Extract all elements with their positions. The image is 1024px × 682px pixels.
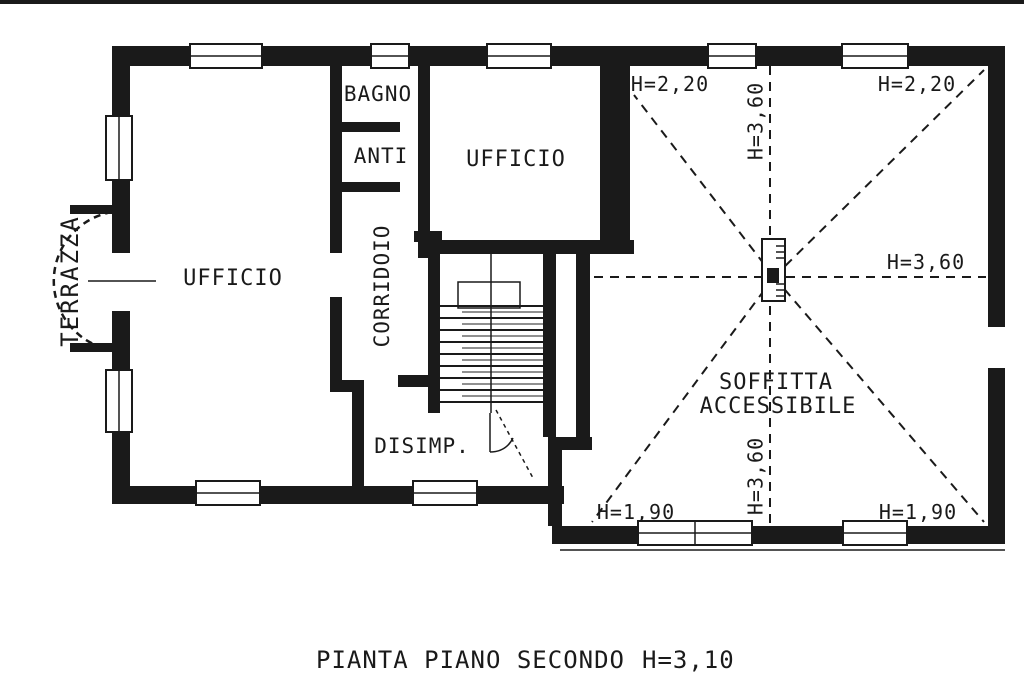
caption-title: PIANTA PIANO SECONDO [316, 646, 625, 674]
room-label-soffitta-line2: ACCESSIBILE [700, 394, 857, 419]
stair-landing [457, 281, 521, 309]
caption: PIANTA PIANO SECONDO H=3,10 [316, 646, 735, 674]
room-label-anti: ANTI [354, 144, 409, 168]
wall [330, 66, 342, 253]
wall [576, 240, 590, 437]
door-swing-arc [489, 437, 514, 453]
wall [428, 240, 632, 254]
height-label-attic-bottom-left: H=1,90 [597, 500, 675, 524]
wall [600, 66, 630, 252]
window [195, 480, 261, 506]
window [707, 43, 757, 69]
wall [543, 240, 556, 437]
terrace-railing-arc [52, 210, 113, 352]
terrace-door-opening [110, 253, 132, 311]
wall [552, 526, 1005, 544]
chimney [761, 238, 786, 302]
height-label-attic-top-left: H=2,20 [631, 72, 709, 96]
room-label-ufficio-left: UFFICIO [183, 266, 283, 291]
window [486, 43, 552, 69]
window [637, 520, 753, 546]
room-label-corridoio: CORRIDOIO [370, 225, 394, 348]
wall [112, 46, 1005, 66]
room-label-ufficio-top: UFFICIO [466, 147, 566, 172]
scan-border [0, 0, 1024, 4]
terrace-wall-stub [70, 343, 114, 352]
wall [548, 437, 562, 526]
room-label-terrazza: TERRAZZA [56, 215, 84, 347]
window [105, 115, 133, 181]
terrace [52, 205, 156, 352]
terrace-wall-stub [70, 205, 114, 214]
height-label-ridge-top: H=3,60 [744, 82, 768, 160]
window [412, 480, 478, 506]
walls [112, 46, 1005, 551]
roof-hip-line [591, 276, 775, 523]
wall [428, 240, 440, 413]
room-label-bagno: BAGNO [344, 82, 412, 106]
wall [414, 231, 442, 242]
wall [342, 182, 400, 192]
room-label-soffitta-line1: SOFFITTA [719, 370, 833, 395]
stair-direction-line [495, 409, 534, 479]
wall [398, 375, 440, 387]
height-label-attic-right: H=3,60 [887, 250, 965, 274]
wall [330, 297, 342, 392]
windows [105, 43, 909, 546]
window [189, 43, 263, 69]
height-annotations: H=2,20 H=2,20 H=3,60 H=3,60 H=3,60 H=1,9… [597, 72, 965, 524]
window [841, 43, 909, 69]
window [370, 43, 410, 69]
window [105, 369, 133, 433]
window [842, 520, 908, 546]
room-labels: TERRAZZA UFFICIO BAGNO ANTI UFFICIO CORR… [56, 82, 857, 458]
wall [988, 46, 1005, 327]
height-label-ridge-bottom: H=3,60 [744, 437, 768, 515]
roof-hip-line [633, 94, 775, 278]
height-label-attic-top-right: H=2,20 [878, 72, 956, 96]
stair-upper-flight [462, 311, 543, 397]
roof-hip-line [773, 69, 985, 278]
roof-hip-line [773, 276, 985, 523]
room-label-disimp: DISIMP. [374, 434, 470, 458]
wall [352, 380, 364, 486]
wall [418, 66, 430, 258]
attic-roof-lines [591, 66, 986, 524]
wall [112, 486, 564, 504]
wall [988, 368, 1005, 544]
caption-height: H=3,10 [642, 646, 735, 674]
staircase [440, 254, 543, 479]
height-label-attic-bottom-right: H=1,90 [879, 500, 957, 524]
wall [342, 122, 400, 132]
